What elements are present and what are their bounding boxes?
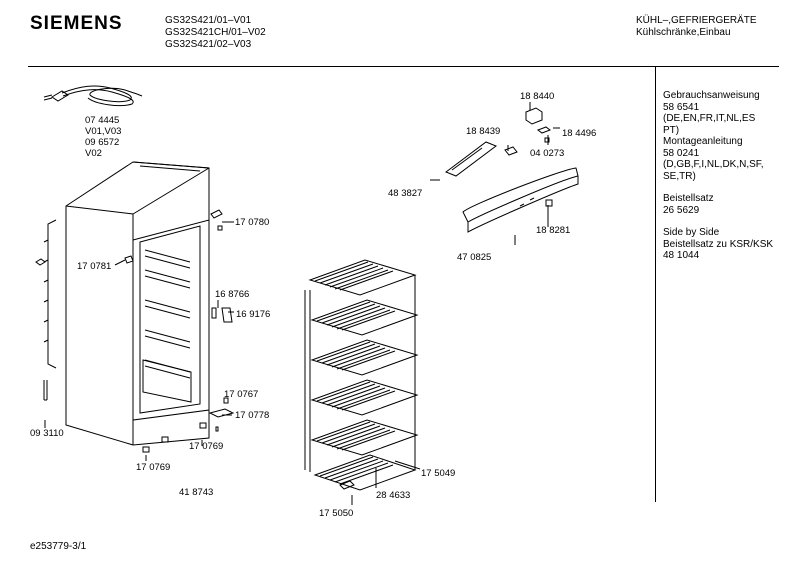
part-label: 17 0769	[189, 441, 224, 452]
basket-shelves	[308, 259, 419, 491]
document-line: Side by Side	[663, 227, 720, 238]
part-label-cable: 07 4445 V01,V03 09 6572 V02	[85, 115, 121, 159]
wire-basket-rack	[304, 259, 419, 491]
freezer-cabinet	[35, 161, 210, 453]
category-label: KÜHL–,GEFRIERGERÄTE Kühlschränke,Einbau	[636, 15, 757, 39]
part-label: 04 0273	[530, 148, 565, 159]
model-list: GS32S421/01–V01 GS32S421CH/01–V02 GS32S4…	[165, 15, 266, 51]
sidebar-documents: Gebrauchsanweisung 58 6541 (DE,EN,FR,IT,…	[663, 90, 793, 273]
part-label: 47 0825	[457, 252, 492, 263]
part-variant: V02	[85, 148, 102, 159]
diagram-drawing	[35, 85, 579, 505]
part-label: 18 4496	[562, 128, 597, 139]
part-label: 17 0780	[235, 217, 270, 228]
document-line: 58 0241	[663, 147, 700, 159]
part-label: 18 8439	[466, 126, 501, 137]
document-line: Montageanleitung	[663, 136, 743, 147]
document-line: Beistellsatz	[663, 193, 714, 204]
part-label: 17 5050	[319, 508, 354, 519]
document-line: (D,GB,F,I,NL,DK,N,SF,	[663, 159, 764, 170]
document-line: 58 6541	[663, 101, 700, 113]
model-number: GS32S421/02–V03	[165, 39, 252, 50]
document-line: 48 1044	[663, 250, 700, 261]
part-label: 17 5049	[421, 468, 456, 479]
part-label: 28 4633	[376, 490, 411, 501]
power-cable	[43, 85, 143, 107]
document-line: SE,TR)	[663, 170, 696, 182]
brand-logo: SIEMENS	[30, 13, 123, 34]
part-label: 18 8281	[536, 225, 571, 236]
document-line: Gebrauchsanweisung	[663, 90, 760, 101]
document-entry: Side by Side Beistellsatz zu KSR/KSK 48 …	[663, 227, 793, 262]
small-parts	[124, 209, 235, 432]
category-line: Kühlschränke,Einbau	[636, 27, 731, 38]
document-entry: Beistellsatz 26 5629	[663, 193, 793, 216]
document-line: (DE,EN,FR,IT,NL,ES	[663, 113, 756, 124]
part-variant: V01,V03	[85, 126, 122, 137]
document-code: e253779-3/1	[30, 541, 87, 552]
part-label: 48 3827	[388, 188, 423, 199]
document-entry: Montageanleitung 58 0241 (D,GB,F,I,NL,DK…	[663, 136, 793, 182]
part-number: 07 4445	[85, 115, 120, 126]
part-label: 16 8766	[215, 289, 250, 300]
model-number: GS32S421CH/01–V02	[165, 27, 266, 38]
part-label: 41 8743	[179, 487, 214, 498]
part-label: 18 8440	[520, 91, 555, 102]
document-entry: Gebrauchsanweisung 58 6541 (DE,EN,FR,IT,…	[663, 90, 793, 136]
model-number: GS32S421/01–V01	[165, 15, 252, 26]
sidebar-divider	[655, 66, 656, 502]
part-number: 09 6572	[85, 137, 120, 148]
part-label: 17 0769	[136, 462, 171, 473]
document-line: PT)	[663, 124, 680, 136]
part-label: 16 9176	[236, 309, 271, 320]
leader-lines	[44, 102, 560, 505]
part-label: 17 0778	[235, 410, 270, 421]
document-line: Beistellsatz zu KSR/KSK	[663, 238, 774, 250]
control-panel-parts	[444, 107, 579, 233]
header-divider	[28, 66, 779, 67]
part-label: 17 0767	[224, 389, 259, 400]
part-label: 17 0781	[77, 261, 112, 272]
part-label: 09 3110	[30, 428, 64, 439]
document-line: 26 5629	[663, 204, 700, 216]
category-line: KÜHL–,GEFRIERGERÄTE	[636, 15, 757, 26]
